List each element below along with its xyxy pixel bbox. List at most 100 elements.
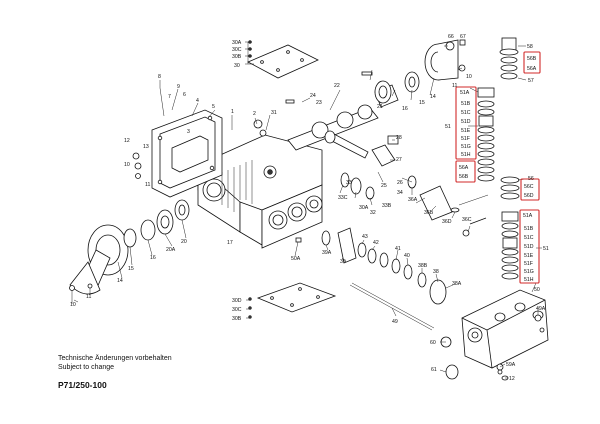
callout: 10 (70, 302, 76, 308)
callout: 23 (316, 100, 322, 106)
callout: 67 (460, 34, 466, 40)
callout: 38 (433, 269, 439, 275)
callout: 51D (524, 244, 534, 250)
callout-labels: 30A 30C 30B 30 8 9 7 6 4 5 1 2 3 12 13 1… (70, 34, 549, 382)
callout: 22 (334, 83, 340, 89)
change-notice-english: Subject to change (58, 364, 115, 371)
small-hardware (69, 39, 545, 375)
callout: 56C (524, 184, 534, 190)
callout: 56B (459, 174, 469, 180)
callout: 33 (346, 180, 352, 186)
callout: 14 (430, 94, 436, 100)
valve-manifold-block (440, 289, 549, 381)
callout: 51G (524, 269, 534, 275)
callout: 59A (506, 362, 516, 368)
callout: 36B (424, 210, 434, 216)
callout: 51F (461, 136, 470, 142)
highlight-boxes (455, 51, 541, 284)
callout: 30A (359, 205, 369, 211)
callout: 51H (461, 152, 471, 158)
callout: 56A (527, 66, 537, 72)
part-number: P71/250-100 (58, 380, 107, 390)
bearing (174, 71, 420, 221)
callout: 56A (459, 165, 469, 171)
callout: 27 (396, 157, 402, 163)
callout: 5 (212, 104, 215, 110)
callout: 51G (461, 144, 471, 150)
bearing-flange (424, 39, 459, 81)
callout: 30C (232, 307, 242, 313)
callout: 26 (397, 180, 403, 186)
callout: 12 (509, 376, 515, 382)
callout: 30A (232, 40, 242, 46)
callout: 2 (253, 111, 256, 117)
callout: 14 (117, 278, 123, 284)
callout: 38A (452, 281, 462, 287)
callout: 36C (462, 217, 472, 223)
highlight-box-56c-56d (520, 178, 540, 201)
valve-stack-left (477, 87, 495, 182)
crankcase-housing (197, 134, 323, 249)
callout: 8 (158, 74, 161, 80)
callout: 51A (460, 90, 470, 96)
callout: 21 (377, 104, 383, 110)
callout: 51C (461, 110, 471, 116)
highlight-box-51a-51h (455, 86, 477, 160)
callout: 16 (402, 106, 408, 112)
callout: 51 (543, 246, 549, 252)
callout: 20A (166, 247, 176, 253)
callout: 15 (419, 100, 425, 106)
callout: 51B (524, 226, 534, 232)
callout: 38B (418, 263, 428, 269)
callout: 33B (382, 203, 392, 209)
callout: 24 (310, 93, 316, 99)
callout: 40 (404, 253, 410, 259)
callout: 56D (524, 193, 534, 199)
callout: 58 (527, 44, 533, 50)
callout: 51 (445, 124, 451, 130)
callout: 1 (231, 109, 234, 115)
callout: 39 (340, 259, 346, 265)
callout: 42 (373, 240, 379, 246)
callout: 11 (145, 182, 150, 188)
top-cover-plate (247, 44, 319, 79)
callout: 51E (461, 128, 471, 134)
callout: 15 (128, 266, 134, 272)
highlight-box-56a-56b (455, 160, 476, 183)
callout: 13 (143, 144, 149, 150)
callout: 51D (461, 119, 471, 125)
connecting-rod (324, 130, 399, 167)
callout: 36A (408, 197, 418, 203)
valve-stack-right (500, 176, 520, 280)
callout: 7 (168, 94, 171, 100)
callout: 25 (381, 183, 387, 189)
callout: 49A (536, 306, 546, 312)
callout: 4 (196, 98, 199, 104)
callout: 30 (234, 63, 240, 69)
callout: 28 (396, 135, 402, 141)
callout: 31 (271, 110, 277, 116)
plunger-seal-stack (321, 227, 447, 331)
highlight-box-56b-56a (523, 51, 541, 74)
plunger-guide (340, 172, 489, 221)
callout: 6 (183, 92, 186, 98)
callout: 51B (461, 101, 471, 107)
callout: 39A (322, 250, 332, 256)
callout: 17 (227, 240, 233, 246)
callout: 57 (528, 78, 534, 84)
callout: 10 (466, 74, 472, 80)
callout: 30D (232, 298, 242, 304)
bottom-cover-plate (256, 282, 337, 313)
callout: 66 (448, 34, 454, 40)
callout: 51A (523, 213, 533, 219)
callout: 34 (397, 190, 403, 196)
leader-lines (73, 41, 542, 379)
callout: 51C (524, 235, 534, 241)
callout: 41 (395, 246, 401, 252)
callout: 32 (370, 210, 376, 216)
valve-stack-upper (499, 37, 519, 80)
callout: 11 (86, 294, 91, 300)
callout: 16 (150, 255, 156, 261)
callout: 51E (524, 253, 534, 259)
